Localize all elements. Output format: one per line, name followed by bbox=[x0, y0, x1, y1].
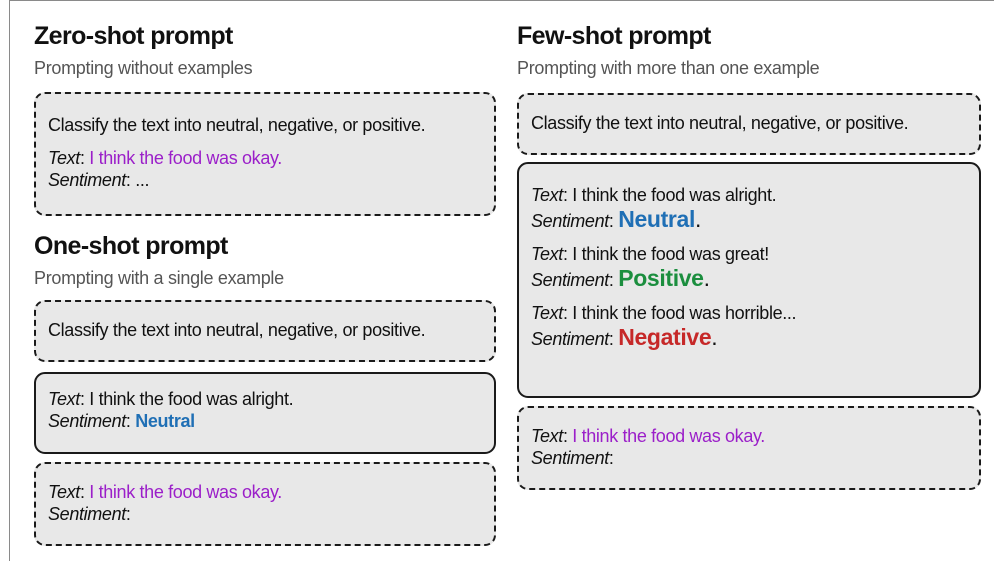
few-shot-example-text: I think the food was great! bbox=[572, 244, 769, 264]
figure-frame bbox=[9, 0, 994, 561]
colon: : bbox=[562, 303, 568, 323]
zero-shot-sentiment-value: ... bbox=[135, 170, 150, 190]
text-label: Text bbox=[531, 426, 563, 446]
few-shot-query-text: I think the food was okay. bbox=[572, 426, 765, 446]
one-shot-example-text-line: Text: I think the food was alright. bbox=[48, 388, 482, 410]
period: . bbox=[703, 265, 710, 291]
text-label: Text bbox=[531, 244, 563, 264]
colon: : bbox=[608, 329, 614, 349]
few-shot-query-box: Text: I think the food was okay. Sentime… bbox=[517, 406, 981, 490]
text-label: Text bbox=[48, 389, 80, 409]
sentiment-label: Sentiment bbox=[531, 448, 609, 468]
one-shot-query-box: Text: I think the food was okay. Sentime… bbox=[34, 462, 496, 546]
text-label: Text bbox=[48, 482, 80, 502]
few-shot-query-text-line: Text: I think the food was okay. bbox=[531, 425, 967, 447]
zero-shot-title: Zero-shot prompt bbox=[34, 22, 233, 50]
few-shot-example-sentiment-line: Sentiment: Neutral. bbox=[531, 206, 967, 234]
one-shot-example-text: I think the food was alright. bbox=[89, 389, 294, 409]
few-shot-instruction: Classify the text into neutral, negative… bbox=[531, 113, 909, 133]
sentiment-label: Sentiment bbox=[531, 329, 609, 349]
text-label: Text bbox=[48, 148, 80, 168]
colon: : bbox=[608, 270, 614, 290]
few-shot-sentiment-negative: Negative bbox=[618, 324, 712, 350]
few-shot-sentiment-neutral: Neutral bbox=[618, 206, 696, 232]
sentiment-label: Sentiment bbox=[48, 411, 126, 431]
zero-shot-sentiment-line: Sentiment: ... bbox=[48, 169, 482, 191]
colon: : bbox=[608, 448, 614, 468]
zero-shot-query-text: I think the food was okay. bbox=[89, 148, 282, 168]
one-shot-example-sentiment-line: Sentiment: Neutral bbox=[48, 410, 482, 432]
sentiment-label: Sentiment bbox=[48, 170, 126, 190]
colon: : bbox=[79, 482, 85, 502]
colon: : bbox=[608, 211, 614, 231]
few-shot-sentiment-positive: Positive bbox=[618, 265, 704, 291]
one-shot-example-box: Text: I think the food was alright. Sent… bbox=[34, 372, 496, 454]
one-shot-title: One-shot prompt bbox=[34, 232, 228, 260]
one-shot-query-text: I think the food was okay. bbox=[89, 482, 282, 502]
zero-shot-instruction: Classify the text into neutral, negative… bbox=[48, 115, 426, 135]
few-shot-example-text-line: Text: I think the food was horrible... bbox=[531, 302, 967, 324]
colon: : bbox=[79, 148, 85, 168]
few-shot-example-text-line: Text: I think the food was great! bbox=[531, 243, 967, 265]
few-shot-subtitle: Prompting with more than one example bbox=[517, 58, 820, 78]
few-shot-example: Text: I think the food was horrible... S… bbox=[531, 302, 967, 352]
zero-shot-text-line: Text: I think the food was okay. bbox=[48, 147, 482, 169]
colon: : bbox=[125, 411, 131, 431]
colon: : bbox=[562, 426, 568, 446]
few-shot-example-text: I think the food was horrible... bbox=[572, 303, 797, 323]
colon: : bbox=[125, 504, 131, 524]
sentiment-label: Sentiment bbox=[531, 270, 609, 290]
few-shot-query-sentiment-line: Sentiment: bbox=[531, 447, 967, 469]
few-shot-example-text: I think the food was alright. bbox=[572, 185, 777, 205]
colon: : bbox=[562, 185, 568, 205]
one-shot-instruction-box: Classify the text into neutral, negative… bbox=[34, 300, 496, 362]
one-shot-instruction: Classify the text into neutral, negative… bbox=[48, 320, 426, 340]
one-shot-example-sentiment: Neutral bbox=[135, 411, 195, 431]
few-shot-example: Text: I think the food was alright. Sent… bbox=[531, 184, 967, 234]
colon: : bbox=[562, 244, 568, 264]
sentiment-label: Sentiment bbox=[48, 504, 126, 524]
one-shot-query-text-line: Text: I think the food was okay. bbox=[48, 481, 482, 503]
period: . bbox=[711, 324, 718, 350]
one-shot-query-sentiment-line: Sentiment: bbox=[48, 503, 482, 525]
period: . bbox=[695, 206, 702, 232]
text-label: Text bbox=[531, 303, 563, 323]
one-shot-subtitle: Prompting with a single example bbox=[34, 268, 284, 288]
zero-shot-prompt-box: Classify the text into neutral, negative… bbox=[34, 92, 496, 216]
sentiment-label: Sentiment bbox=[531, 211, 609, 231]
colon: : bbox=[79, 389, 85, 409]
few-shot-instruction-box: Classify the text into neutral, negative… bbox=[517, 93, 981, 155]
colon: : bbox=[125, 170, 131, 190]
few-shot-examples-box: Text: I think the food was alright. Sent… bbox=[517, 162, 981, 398]
text-label: Text bbox=[531, 185, 563, 205]
few-shot-example-sentiment-line: Sentiment: Positive. bbox=[531, 265, 967, 293]
few-shot-example-text-line: Text: I think the food was alright. bbox=[531, 184, 967, 206]
few-shot-example-sentiment-line: Sentiment: Negative. bbox=[531, 324, 967, 352]
few-shot-title: Few-shot prompt bbox=[517, 22, 711, 50]
zero-shot-subtitle: Prompting without examples bbox=[34, 58, 253, 78]
few-shot-example: Text: I think the food was great! Sentim… bbox=[531, 243, 967, 293]
